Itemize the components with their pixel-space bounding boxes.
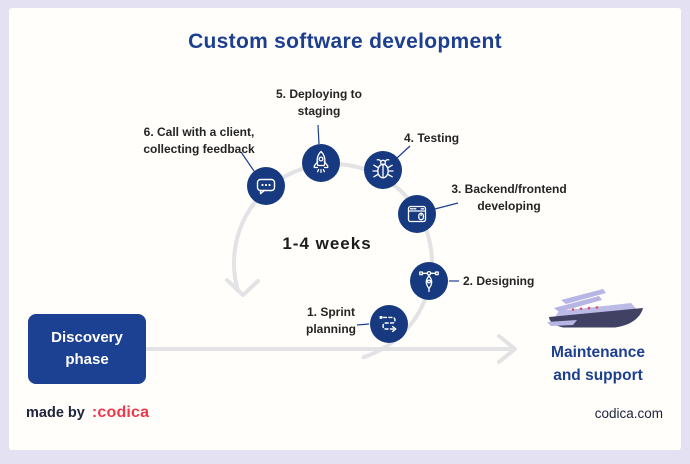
yacht-illustration-icon — [547, 289, 643, 328]
pen-tool-icon — [410, 262, 448, 300]
step-label-1: 1. Sprint planning — [306, 305, 356, 336]
step-icon-1 — [370, 305, 408, 343]
website-text: codica.com — [594, 406, 663, 421]
sprint-route-icon — [370, 305, 408, 343]
codica-logo: :codica — [91, 404, 150, 421]
page-title: Custom software development — [188, 30, 502, 53]
step-icon-2 — [410, 262, 448, 300]
step-icon-4 — [364, 151, 402, 189]
bug-icon — [364, 151, 402, 189]
step-icon-6 — [247, 167, 285, 205]
step-label-3: 3. Backend/frontend developing — [451, 182, 567, 213]
discovery-phase-label: Discovery phase — [51, 328, 123, 369]
step-icon-5 — [302, 144, 340, 182]
discovery-phase-box: Discovery phase — [28, 314, 146, 384]
step-icon-3 — [398, 195, 436, 233]
step-label-6: 6. Call with a client, collecting feedba… — [143, 125, 255, 156]
step-label-4: 4. Testing — [404, 131, 460, 145]
browser-window-icon — [398, 195, 436, 233]
step-label-5: 5. Deploying to staging — [275, 87, 363, 118]
made-by-text: made by — [26, 405, 85, 421]
footer-credit: made by :codica — [26, 404, 149, 422]
step-label-2: 2. Designing — [463, 274, 535, 288]
rocket-icon — [302, 144, 340, 182]
cycle-duration-label: 1-4 weeks — [282, 234, 372, 253]
chat-bubble-icon — [247, 167, 285, 205]
maintenance-label: Maintenance and support — [551, 344, 645, 385]
